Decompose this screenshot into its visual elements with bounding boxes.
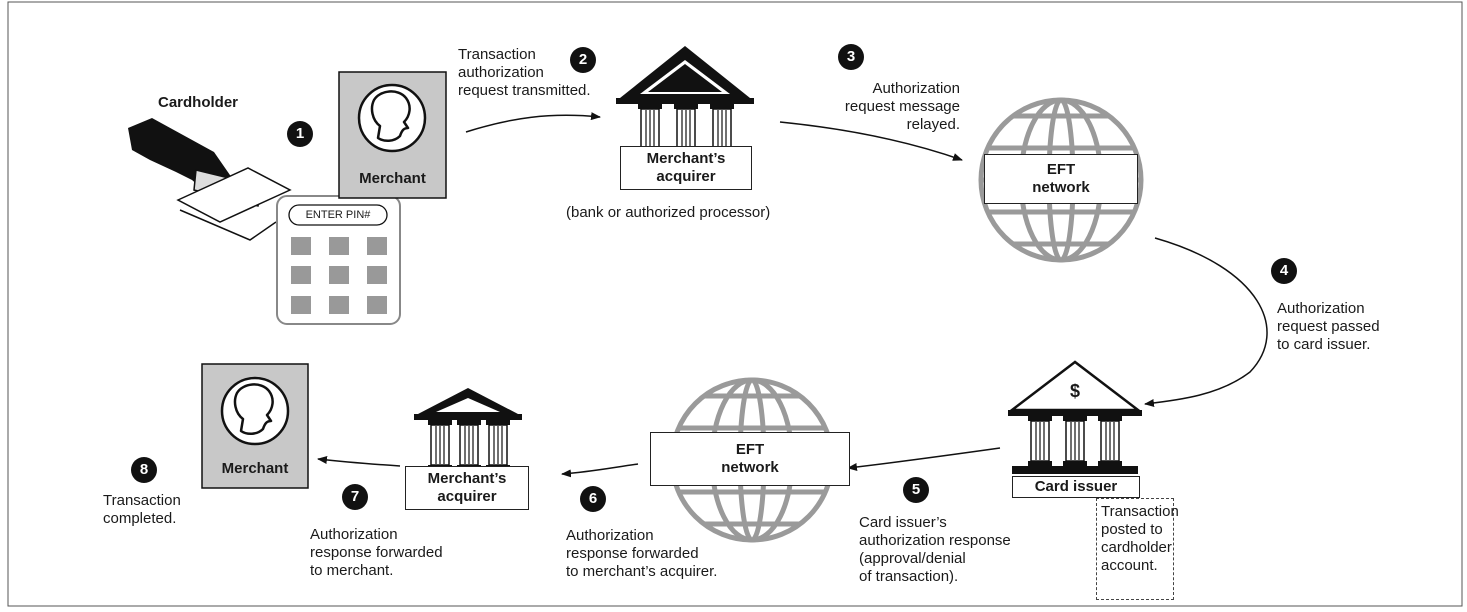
arrow-step-7 (317, 456, 401, 467)
step-4-badge: 4 (1271, 258, 1297, 284)
dollar-sign-icon: $ (1069, 381, 1080, 401)
merchant-top-icon (338, 71, 447, 199)
step-3-text: Authorization request message relayed. (844, 80, 960, 133)
step-6-badge: 6 (580, 486, 606, 512)
step-3-badge: 3 (838, 44, 864, 70)
eft-bottom-box: EFT network (650, 432, 850, 486)
merchant-bottom-icon (201, 363, 309, 489)
acquirer-bottom-box: Merchant’s acquirer (405, 466, 529, 510)
card-issuer-box: Card issuer (1012, 476, 1140, 498)
enter-pin-label: ENTER PIN# (305, 209, 371, 221)
step-7-badge: 7 (342, 484, 368, 510)
diagram-frame (7, 1, 1463, 607)
cardholder-label: Cardholder (158, 94, 239, 111)
arrow-step-6 (561, 463, 639, 478)
merchant-top-label: Merchant (359, 170, 426, 187)
issuer-note-box: Transaction posted to cardholder account… (1096, 498, 1179, 600)
step-7-text: Authorization response forwarded to merc… (310, 526, 443, 579)
acquirer-note: (bank or authorized processor) (566, 204, 771, 221)
acquirer-top-box: Merchant’s acquirer (620, 146, 752, 190)
arrow-step-5 (847, 447, 1001, 471)
step-8-badge: 8 (131, 457, 157, 483)
step-2-badge: 2 (570, 47, 596, 73)
acquirer-bottom-icon (414, 388, 522, 478)
step-5-text: Card issuer’s authorization response (ap… (859, 514, 1011, 585)
card-issuer-icon (1008, 360, 1142, 474)
step-5-badge: 5 (903, 477, 929, 503)
step-4-text: Authorization request passed to card iss… (1277, 300, 1380, 353)
step-6-text: Authorization response forwarded to merc… (566, 527, 718, 580)
arrow-step-4 (1144, 237, 1268, 407)
arrow-step-2 (465, 112, 601, 133)
eft-top-box: EFT network (984, 154, 1138, 204)
step-2-text: Transaction authorization request transm… (458, 46, 591, 99)
step-1-badge: 1 (287, 121, 313, 147)
cardholder-hand-icon (128, 118, 292, 241)
merchant-bottom-label: Merchant (221, 460, 289, 477)
arrow-step-3 (779, 121, 963, 161)
pin-pad (276, 195, 401, 325)
acquirer-top-icon (616, 46, 754, 162)
step-8-text: Transaction completed. (103, 492, 181, 527)
